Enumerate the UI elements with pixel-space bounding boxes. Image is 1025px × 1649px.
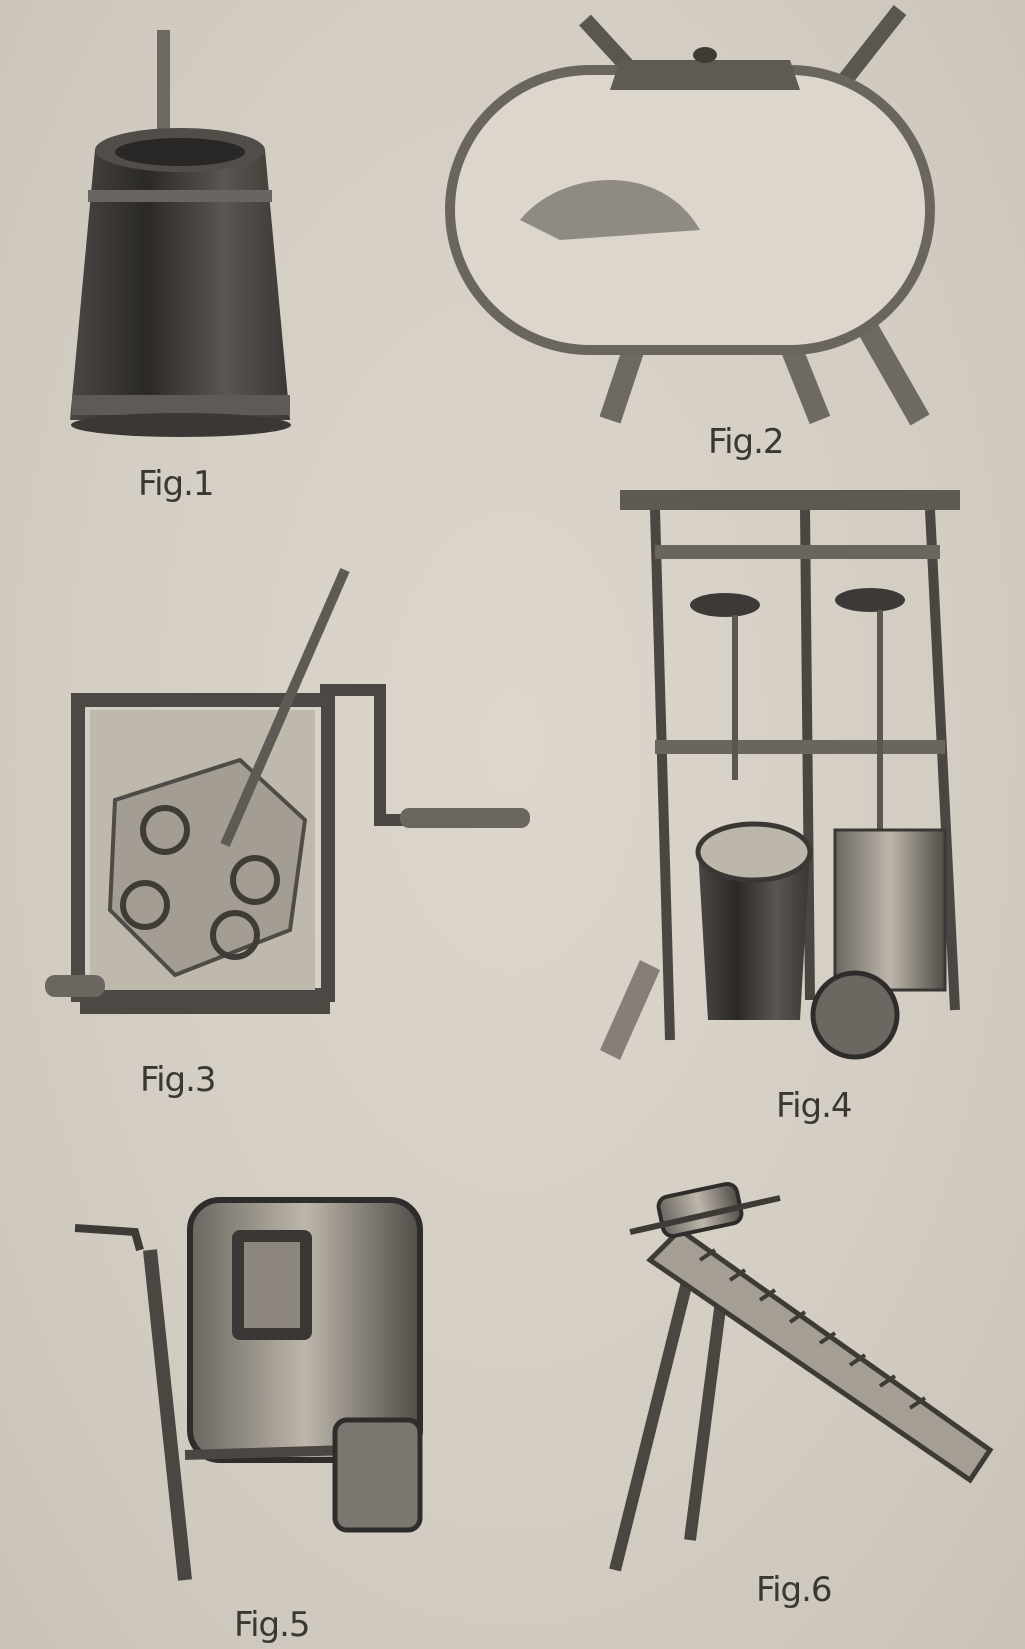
fig2-oval-churn-drawing [445,5,935,426]
figure-caption-2: Fig.2 [708,422,785,462]
fig5-barrel-churn-drawing [74,1197,423,1581]
fig1-dasher-churn-drawing [70,30,291,437]
figure-caption-3: Fig.3 [140,1060,217,1100]
fig6-butter-worker-drawing [609,1181,994,1572]
fig3-crank-churn-drawing [45,568,530,1014]
figure-caption-6: Fig.6 [756,1570,833,1610]
figure-caption-5: Fig.5 [234,1605,311,1645]
figure-caption-4: Fig.4 [776,1086,853,1126]
fig4-double-churn-drawing [600,490,960,1060]
figure-caption-1: Fig.1 [138,464,215,504]
